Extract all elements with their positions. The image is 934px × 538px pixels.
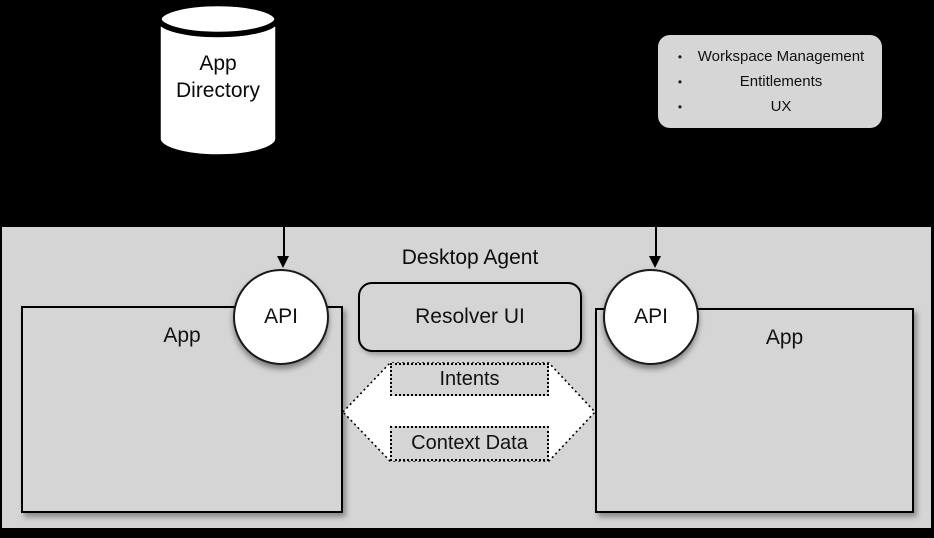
capability-item: • UX (666, 96, 874, 118)
bullet-icon: • (677, 99, 683, 114)
capability-item: • Workspace Management (666, 46, 874, 68)
arrow-shaft (282, 227, 285, 257)
arrow-to-right-api (649, 227, 662, 268)
context-data-label-box: Context Data (390, 426, 549, 461)
arrow-head-icon (277, 256, 289, 268)
arrow-head-icon (649, 256, 661, 268)
api-label: API (634, 305, 668, 328)
api-circle-left: API (233, 269, 329, 365)
capability-label: Workspace Management (697, 47, 865, 65)
api-circle-right: API (603, 269, 699, 365)
intents-label-box: Intents (390, 363, 549, 396)
app-label: App (163, 324, 201, 347)
cylinder-body (157, 17, 279, 158)
bullet-icon: • (677, 74, 683, 89)
capabilities-box: • Workspace Management • Entitlements • … (658, 35, 882, 128)
app-directory-label: App Directory (175, 52, 260, 102)
desktop-agent-title: Desktop Agent (401, 246, 539, 269)
resolver-ui-box: Resolver UI (358, 282, 582, 352)
database-cylinder-icon (156, 0, 280, 158)
capability-item: • Entitlements (666, 71, 874, 93)
app-label: App (765, 326, 804, 349)
cylinder-top (156, 0, 280, 38)
arrow-shaft (654, 227, 657, 257)
context-data-label: Context Data (411, 432, 528, 454)
arrow-appdirectory-to-api (277, 227, 290, 268)
capability-label: Entitlements (739, 72, 823, 90)
bullet-icon: • (677, 49, 683, 64)
resolver-ui-label: Resolver UI (415, 305, 525, 328)
intents-label: Intents (439, 368, 500, 390)
api-label: API (264, 305, 298, 328)
capability-label: UX (770, 97, 792, 115)
